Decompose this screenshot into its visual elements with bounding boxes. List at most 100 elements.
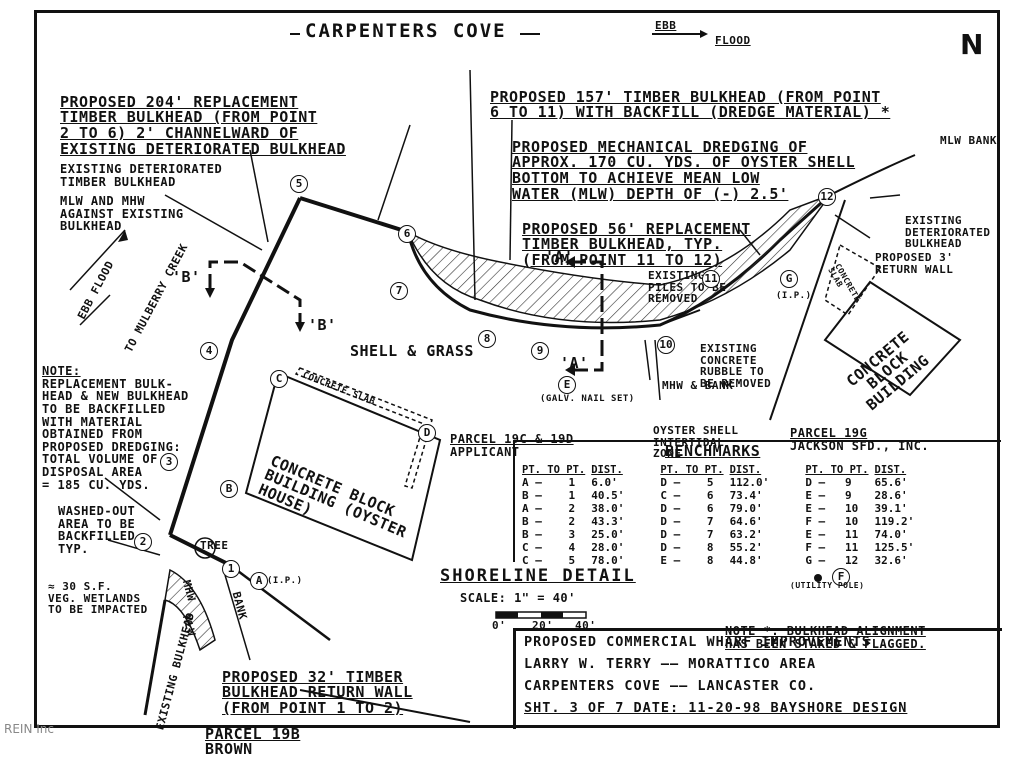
bulkhead-5-6 [299, 196, 409, 234]
mlw-bank-label: MLW BANK [940, 134, 997, 147]
benchmarks-header: DIST. [874, 464, 907, 476]
mhw-bank-label: MHW & BANK [662, 379, 734, 392]
point-11: 11 [702, 270, 720, 288]
point-a: A [250, 572, 268, 590]
flood-label: FLOOD [715, 34, 751, 47]
return-wall-1-2 [169, 533, 231, 567]
bench-from: F — [805, 515, 826, 528]
tree-symbol [194, 537, 216, 559]
bench-from: B — [522, 515, 542, 528]
point-b: B [220, 480, 238, 498]
bench-from: D — [660, 528, 681, 541]
bench-dist: 6.0' [591, 476, 618, 489]
bench-dist: 25.0' [591, 528, 625, 541]
bench-from: D — [805, 476, 826, 489]
replacement-bulkhead-note: NOTE:REPLACEMENT BULK-HEAD & NEW BULKHEA… [42, 364, 189, 492]
point-g: G [780, 270, 798, 288]
bench-dist: 64.6' [729, 515, 763, 528]
title-block-line-2: LARRY W. TERRY —— MORATTICO AREA [524, 656, 817, 672]
bench-to: 7 [706, 515, 714, 528]
bench-from: E — [660, 554, 681, 567]
bench-dist: 28.6' [874, 489, 908, 502]
bench-to: 6 [706, 502, 714, 515]
benchmarks-header: PT. TO PT. [660, 464, 724, 476]
ebb-label: EBB [655, 19, 677, 32]
bench-dist: 112.0' [729, 476, 770, 489]
bench-dist: 65.6' [874, 476, 908, 489]
bench-from: B — [522, 489, 542, 502]
shell-grass-label: SHELL & GRASS [350, 342, 474, 360]
bench-to: 11 [845, 528, 859, 541]
bench-dist: 73.4' [729, 489, 763, 502]
point-12: 12 [818, 188, 836, 206]
bench-to: 5 [706, 476, 714, 489]
bench-to: 5 [568, 554, 576, 567]
bench-from: E — [805, 502, 826, 515]
bench-from: G — [805, 554, 826, 567]
point-5: 5 [290, 175, 308, 193]
bench-dist: 40.5' [591, 489, 625, 502]
benchmarks-row: G — 12 32.6' [802, 554, 917, 567]
north-arrow-icon: N [960, 28, 984, 61]
bench-dist: 55.2' [729, 541, 763, 554]
bench-from: C — [660, 489, 681, 502]
dredging-area [406, 193, 833, 324]
shoreline-detail-title: SHORELINE DETAIL [440, 566, 636, 586]
existing-bulkhead-west [168, 197, 302, 536]
bench-to: 9 [845, 489, 852, 502]
section-b-label-right: 'B' [308, 316, 337, 334]
bench-to: 6 [706, 489, 714, 502]
point-6: 6 [398, 225, 416, 243]
point-3: 3 [160, 453, 178, 471]
bench-to: 9 [845, 476, 852, 489]
bench-dist: 28.0' [591, 541, 625, 554]
benchmarks-row: D — 7 63.2' [657, 528, 772, 541]
bench-dist: 32.6' [874, 554, 908, 567]
wetlands-area [164, 568, 216, 652]
bench-from: B — [522, 528, 542, 541]
bench-dist: 79.0' [729, 502, 763, 515]
site-plan-linework [69, 30, 962, 723]
note-157-bulkhead: PROPOSED 157' TIMBER BULKHEAD (FROM POIN… [490, 87, 891, 122]
bench-dist: 63.2' [729, 528, 763, 541]
bench-to: 10 [845, 515, 859, 528]
scale-tick-20: 20' [532, 619, 554, 632]
section-a-label-top: 'A' [545, 248, 574, 266]
galv-nail-label: (GALV. NAIL SET) [540, 394, 635, 404]
bench-dist: 44.8' [729, 554, 763, 567]
benchmarks-header: PT. TO PT. [805, 464, 869, 476]
point-d: D [418, 424, 436, 442]
benchmarks-header: PT. TO PT. [522, 464, 586, 476]
point-10: 10 [657, 336, 675, 354]
point-9: 9 [531, 342, 549, 360]
bench-to: 7 [706, 528, 714, 541]
point-f: F [832, 568, 850, 586]
bench-to: 12 [845, 554, 859, 567]
bench-from: D — [660, 502, 681, 515]
bench-to: 3 [568, 528, 576, 541]
bench-to: 10 [845, 502, 859, 515]
tree-label: TREE [200, 539, 229, 552]
point-4: 4 [200, 342, 218, 360]
scale-tick-0: 0' [492, 619, 507, 632]
bench-to: 2 [568, 502, 576, 515]
